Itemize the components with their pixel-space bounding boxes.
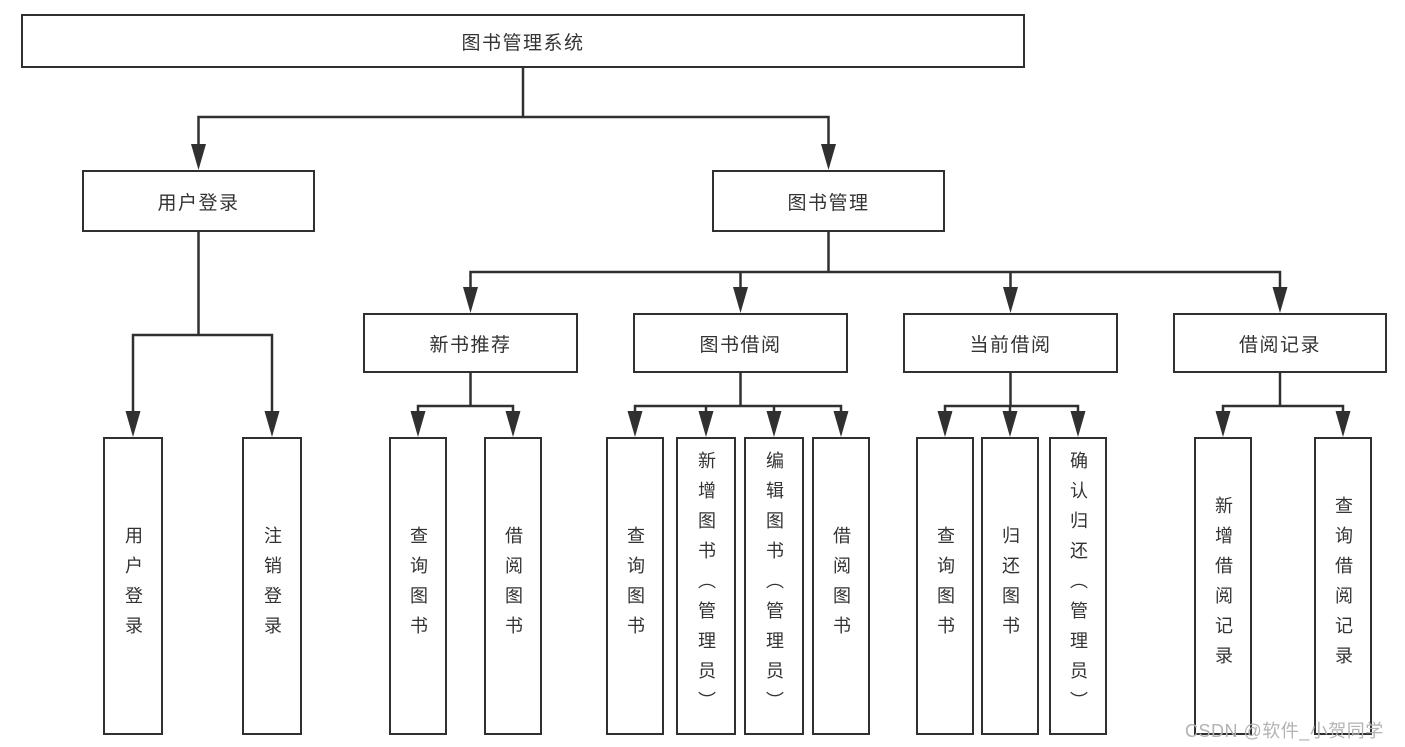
- node-book-borrowing: 图书借阅: [633, 313, 848, 373]
- arrowheads: [125, 144, 1351, 437]
- leaf-newbook-borrow-books-label: 借阅图书: [503, 526, 523, 646]
- leaf-logout: 注销登录: [242, 437, 302, 735]
- leaf-borrowing-query-books: 查询图书: [606, 437, 664, 735]
- leaf-current-query-books: 查询图书: [916, 437, 974, 735]
- node-new-book-recommend: 新书推荐: [363, 313, 578, 373]
- leaf-current-confirm-return-label: 确认归还（管理员）: [1068, 451, 1088, 721]
- node-new-book-recommend-label: 新书推荐: [429, 334, 512, 356]
- leaf-current-query-books-label: 查询图书: [935, 526, 955, 646]
- watermark: CSDN @软件_小贺同学: [1185, 721, 1384, 741]
- leaf-borrowing-add-books: 新增图书（管理员）: [676, 437, 736, 735]
- node-book-management: 图书管理: [712, 170, 945, 232]
- leaf-current-return-books: 归还图书: [981, 437, 1039, 735]
- connector-currentborrow-branch: [943, 404, 1080, 413]
- leaf-records-query-record-label: 查询借阅记录: [1333, 496, 1353, 676]
- leaf-records-add-record-label: 新增借阅记录: [1213, 496, 1233, 676]
- leaf-borrowing-borrow-books-label: 借阅图书: [831, 526, 851, 646]
- node-user-login: 用户登录: [82, 170, 315, 232]
- connector-level3-branch: [469, 270, 1282, 289]
- connector-newbook-branch: [416, 404, 515, 413]
- node-current-borrowing-label: 当前借阅: [969, 334, 1052, 356]
- leaf-records-add-record: 新增借阅记录: [1194, 437, 1252, 735]
- node-borrowing-records: 借阅记录: [1173, 313, 1387, 373]
- node-user-login-label: 用户登录: [157, 192, 240, 214]
- leaf-borrowing-query-books-label: 查询图书: [625, 526, 645, 646]
- leaf-current-confirm-return: 确认归还（管理员）: [1049, 437, 1107, 735]
- leaf-user-login: 用户登录: [103, 437, 163, 735]
- node-current-borrowing: 当前借阅: [903, 313, 1118, 373]
- leaf-borrowing-add-books-label: 新增图书（管理员）: [696, 451, 716, 721]
- leaf-logout-label: 注销登录: [262, 526, 282, 646]
- connector-level3-inner-stems: [739, 272, 1012, 289]
- leaf-user-login-label: 用户登录: [123, 526, 143, 646]
- node-borrowing-records-label: 借阅记录: [1238, 334, 1321, 356]
- leaf-borrowing-edit-books: 编辑图书（管理员）: [744, 437, 804, 735]
- node-root: 图书管理系统: [21, 14, 1025, 68]
- leaf-borrowing-edit-books-label: 编辑图书（管理员）: [764, 451, 784, 721]
- connector-level2-branch: [197, 115, 830, 146]
- connector-records-branch: [1221, 404, 1345, 413]
- leaf-newbook-query-books-label: 查询图书: [408, 526, 428, 646]
- leaf-records-query-record: 查询借阅记录: [1314, 437, 1372, 735]
- node-book-borrowing-label: 图书借阅: [699, 334, 782, 356]
- leaf-newbook-query-books: 查询图书: [389, 437, 447, 735]
- leaf-newbook-borrow-books: 借阅图书: [484, 437, 542, 735]
- leaf-borrowing-borrow-books: 借阅图书: [812, 437, 870, 735]
- node-root-label: 图书管理系统: [461, 32, 585, 54]
- connector-userlogin-branch: [131, 333, 274, 413]
- leaf-current-return-books-label: 归还图书: [1000, 526, 1020, 646]
- node-book-management-label: 图书管理: [787, 192, 870, 214]
- connector-bookborrow-branch: [633, 404, 843, 413]
